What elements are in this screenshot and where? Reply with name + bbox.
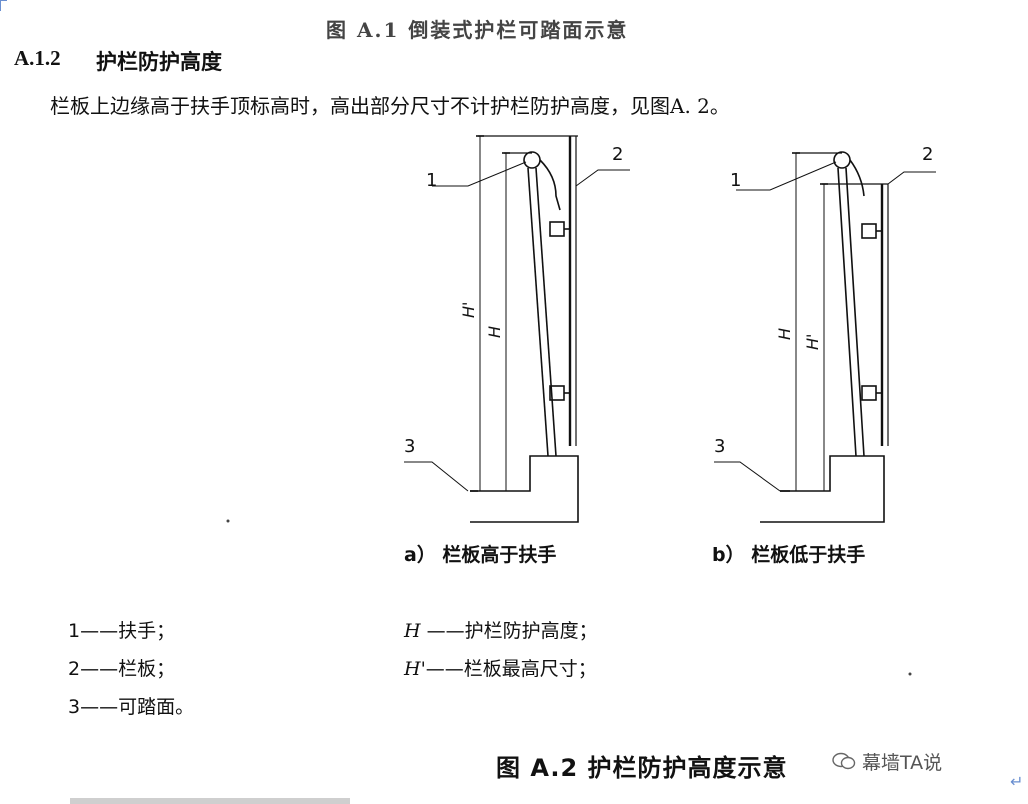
panel-a-drawing	[404, 135, 630, 523]
panel-a-leader-3	[404, 461, 469, 492]
legend-symbol-h: H ——护栏防护高度；	[404, 616, 598, 643]
panel-a-dim-inner-label: H	[485, 326, 504, 338]
wechat-logo-icon	[832, 752, 856, 770]
panel-a-callout-3: 3	[404, 436, 415, 457]
panel-b-clamp-bottom	[861, 385, 877, 401]
panel-a-callout-1: 1	[426, 170, 437, 191]
panel-b-dim-inner-label: H'	[803, 334, 822, 350]
legend-item-3: 3——可踏面。	[68, 696, 195, 718]
legend-symbol-h-text: ——护栏防护高度；	[420, 620, 598, 642]
panel-b-clamp-top	[861, 223, 877, 239]
panel-b-dim-outer-label: H	[775, 328, 794, 340]
cut-off-next-line	[70, 798, 350, 804]
panel-b-post	[837, 167, 857, 457]
figure-caption: 图 A.2 护栏防护高度示意	[496, 754, 788, 782]
body-paragraph: 栏板上边缘高于扶手顶标高时，高出部分尺寸不计护栏防护高度，见图A. 2。	[50, 94, 730, 118]
page-corner-mark	[0, 0, 7, 11]
panel-b-leader-3	[714, 461, 781, 492]
legend-symbol-h-prime-text: ——栏板最高尺寸；	[425, 658, 597, 680]
panel-a-leader-2	[575, 169, 630, 187]
panel-a-post	[527, 167, 549, 457]
panel-b-leader-2	[887, 171, 936, 185]
speck	[908, 672, 912, 676]
panel-a-dim-outer-label: H'	[459, 302, 478, 318]
panel-b-handrail-bracket	[849, 159, 865, 197]
panel-b-drawing	[714, 151, 936, 523]
previous-figure-caption: 图 A.1 倒装式护栏可踏面示意	[326, 18, 629, 42]
panel-b-base	[760, 455, 885, 523]
panel-b-leader-1	[736, 161, 837, 191]
panel-b-handrail	[833, 151, 851, 169]
watermark-text: 幕墙TA说	[862, 752, 943, 774]
panel-a-clamp-top	[549, 221, 565, 237]
panel-a-post-2	[535, 167, 557, 457]
legend-symbol-h-letter: H	[404, 620, 421, 642]
legend-symbol-h-prime: H'——栏板最高尺寸；	[404, 654, 597, 681]
legend-item-2: 2——栏板；	[68, 658, 176, 680]
panel-a-base	[470, 455, 579, 523]
subfigure-a-caption: a） 栏板高于扶手	[404, 544, 557, 566]
panel-a-handrail	[523, 151, 541, 169]
panel-b-callout-2: 2	[922, 144, 933, 165]
section-title: 护栏防护高度	[96, 49, 222, 74]
speck	[226, 519, 230, 523]
panel-a-callout-2: 2	[612, 144, 623, 165]
legend-item-1: 1——扶手；	[68, 620, 176, 642]
panel-b-callout-3: 3	[714, 436, 725, 457]
section-number: A.1.2	[14, 46, 61, 70]
panel-b-post-2	[845, 167, 865, 457]
panel-b-callout-1: 1	[730, 170, 741, 191]
paragraph-return-icon: ↵	[1010, 772, 1024, 791]
subfigure-b-caption: b） 栏板低于扶手	[712, 544, 866, 566]
legend-symbol-h-prime-letter: H'	[404, 658, 426, 680]
panel-a-handrail-bracket	[539, 159, 561, 211]
panel-a-leader-1	[432, 161, 527, 187]
